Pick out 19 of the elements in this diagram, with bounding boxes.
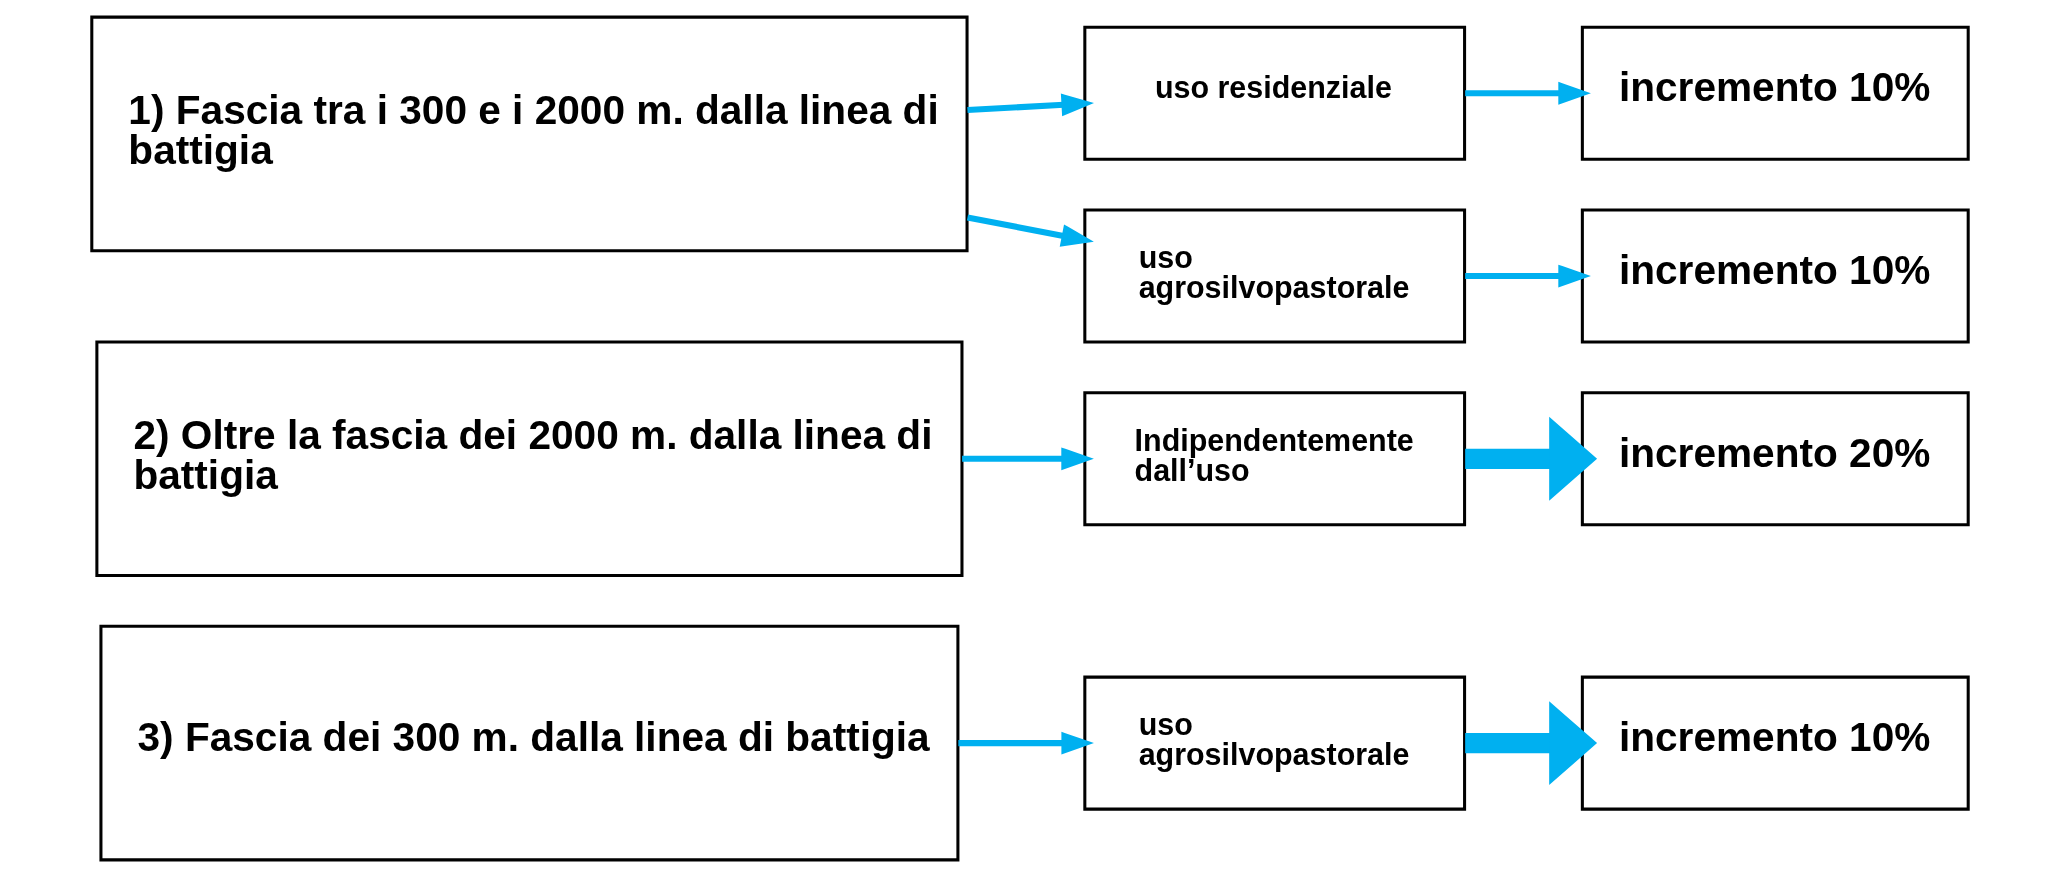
arrow: [961, 446, 1094, 470]
arrow: [966, 214, 1094, 247]
arrow: [1464, 81, 1591, 105]
node-box: incremento 10%: [1580, 25, 1970, 161]
node-box: Indipendentemente dall’uso: [1082, 390, 1466, 526]
arrow: [1464, 416, 1597, 501]
node-box: 1) Fascia tra i 300 e i 2000 m. dalla linea di battigia: [89, 15, 969, 252]
node-box: uso agrosilvopastorale: [1082, 208, 1466, 344]
node-box: incremento 20%: [1580, 390, 1970, 526]
node-box: incremento 10%: [1580, 675, 1970, 811]
arrow: [966, 92, 1094, 116]
arrow: [1464, 264, 1591, 287]
arrow: [957, 731, 1094, 754]
node-box: 3) Fascia dei 300 m. dalla linea di battigia: [98, 624, 959, 861]
arrow: [1464, 700, 1597, 785]
node-box: 2) Oltre la fascia dei 2000 m. dalla linea di battigia: [94, 340, 963, 577]
node-box: uso residenziale: [1082, 25, 1466, 161]
node-box: incremento 10%: [1580, 208, 1970, 344]
node-box: uso agrosilvopastorale: [1082, 675, 1466, 811]
